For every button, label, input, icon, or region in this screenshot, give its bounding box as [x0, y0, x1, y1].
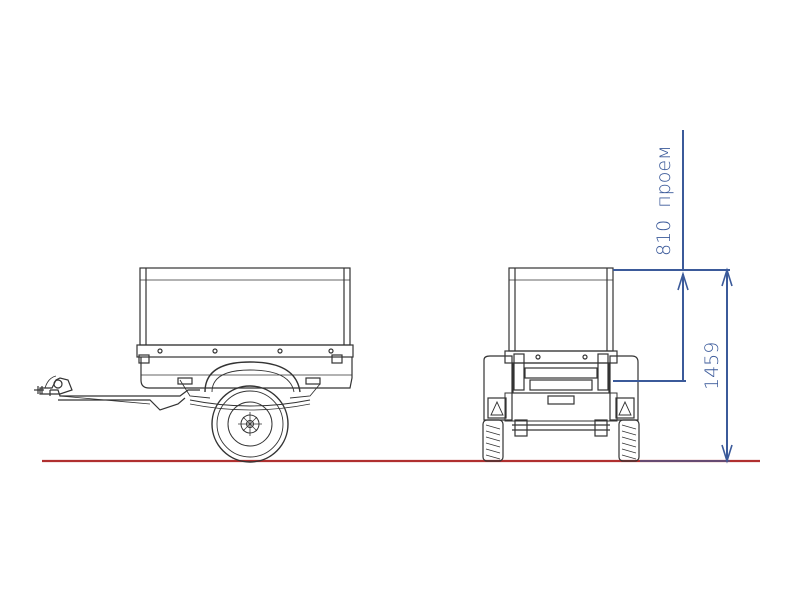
- side-view: [34, 267, 354, 463]
- opening-label: проем: [653, 146, 675, 208]
- height-dimension-label: 1459: [701, 342, 723, 390]
- opening-dimension-label: 810 проем: [653, 146, 675, 256]
- rear-view: [482, 267, 640, 462]
- opening-value: 810: [653, 220, 675, 256]
- dimension-lines: [613, 130, 733, 464]
